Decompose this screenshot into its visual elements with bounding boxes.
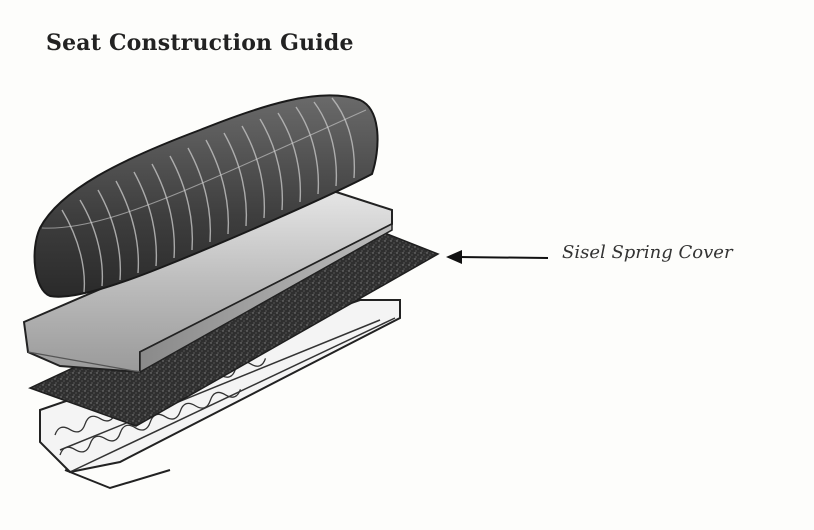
- callout-arrow: [446, 250, 548, 264]
- sisel-spring-cover-label: Sisel Spring Cover: [562, 242, 733, 263]
